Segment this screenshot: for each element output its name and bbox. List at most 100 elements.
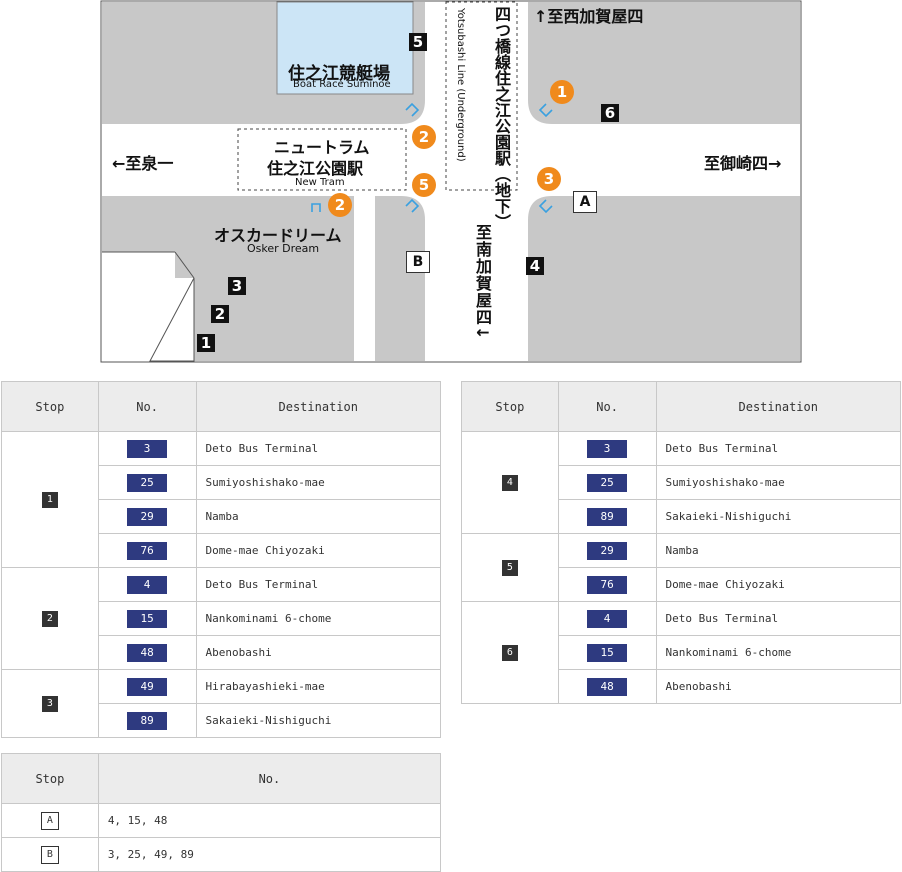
table-row: 2 4 Deto Bus Terminal bbox=[1, 567, 441, 670]
block-southwest-lower bbox=[102, 252, 175, 278]
diagonal-road bbox=[149, 277, 195, 362]
boarding-marker-a[interactable]: A bbox=[573, 191, 597, 213]
table-row: B 3, 25, 49, 89 bbox=[1, 837, 442, 872]
table-row: 25 Sumiyoshishako-mae bbox=[462, 465, 901, 500]
osker-dream-name-jp: オスカードリーム bbox=[214, 226, 342, 245]
block-northeast bbox=[528, 2, 800, 124]
destination-cell: Deto Bus Terminal bbox=[195, 567, 441, 602]
north-direction-label: ↑至西加賀屋四 bbox=[534, 7, 644, 26]
new-tram-name-jp1: ニュートラム bbox=[274, 138, 370, 157]
route-number-badge[interactable]: 3 bbox=[127, 439, 168, 458]
subway-station-name-jp: 四つ橋線住之江公園駅（地下） bbox=[492, 6, 511, 230]
boarding-stop-table: Stop No. A 4, 15, 48 B 3, 25, 49, 89 bbox=[1, 753, 442, 872]
boarding-marker-b[interactable]: B bbox=[406, 251, 430, 273]
table-row: 15 Nankominami 6-chome bbox=[462, 635, 901, 670]
header-destination: Destination bbox=[195, 381, 441, 432]
table-row: 76 Dome-mae Chiyozaki bbox=[2, 533, 441, 568]
route-number-badge[interactable]: 48 bbox=[127, 643, 168, 662]
table-row: A 4, 15, 48 bbox=[1, 803, 442, 838]
route-number-badge[interactable]: 15 bbox=[127, 609, 168, 628]
table-row: 5 29 Namba bbox=[461, 533, 901, 602]
route-number-badge[interactable]: 15 bbox=[587, 643, 628, 662]
destination-cell: Abenobashi bbox=[195, 635, 441, 670]
table-row: 89 Sakaieki-Nishiguchi bbox=[462, 499, 901, 534]
destination-cell: Nankominami 6-chome bbox=[195, 601, 441, 636]
table-row: 76 Dome-mae Chiyozaki bbox=[462, 567, 901, 602]
stop-table-1: Stop No. Destination 1 3 Deto Bus Termin… bbox=[1, 381, 441, 738]
exit-marker-3[interactable]: 3 bbox=[537, 167, 561, 191]
route-number-badge[interactable]: 29 bbox=[127, 507, 168, 526]
boat-race-name-en: Boat Race Suminoe bbox=[293, 79, 391, 90]
exit-marker-2-tram[interactable]: 2 bbox=[412, 125, 436, 149]
exit-marker-5[interactable]: 5 bbox=[412, 173, 436, 197]
header-no: No. bbox=[557, 381, 657, 432]
bus-stop-marker-1[interactable]: 1 bbox=[197, 334, 215, 352]
stop-table-2: Stop No. Destination 4 3 Deto Bus Termin… bbox=[461, 381, 901, 704]
destination-cell: Namba bbox=[195, 499, 441, 534]
table-row: 48 Abenobashi bbox=[462, 669, 901, 704]
route-number-badge[interactable]: 29 bbox=[587, 541, 628, 560]
east-direction-label: 至御崎四→ bbox=[704, 154, 782, 173]
table-row: 15 Nankominami 6-chome bbox=[2, 601, 441, 636]
stop-number-badge: 1 bbox=[41, 491, 58, 508]
header-destination: Destination bbox=[655, 381, 901, 432]
exit-icon bbox=[311, 203, 321, 212]
new-tram-name-en: New Tram bbox=[295, 177, 345, 188]
bus-stop-marker-6[interactable]: 6 bbox=[601, 104, 619, 122]
destination-cell: Dome-mae Chiyozaki bbox=[655, 567, 901, 602]
stop-number-badge: 4 bbox=[501, 474, 518, 491]
route-list-cell: 4, 15, 48 bbox=[97, 803, 442, 838]
destination-cell: Sumiyoshishako-mae bbox=[195, 465, 441, 500]
bus-stop-marker-5[interactable]: 5 bbox=[409, 33, 427, 51]
destination-cell: Dome-mae Chiyozaki bbox=[195, 533, 441, 568]
route-number-badge[interactable]: 76 bbox=[587, 575, 628, 594]
destination-cell: Abenobashi bbox=[655, 669, 901, 704]
header-no: No. bbox=[97, 753, 442, 804]
block-south-middle bbox=[375, 196, 425, 361]
route-number-badge[interactable]: 48 bbox=[587, 677, 628, 696]
header-no: No. bbox=[97, 381, 197, 432]
route-number-badge[interactable]: 25 bbox=[127, 473, 168, 492]
route-number-badge[interactable]: 89 bbox=[127, 711, 168, 730]
stop-letter-badge: B bbox=[40, 845, 59, 864]
bus-stop-marker-2[interactable]: 2 bbox=[211, 305, 229, 323]
destination-cell: Deto Bus Terminal bbox=[655, 431, 901, 466]
stop-number-badge: 6 bbox=[501, 644, 518, 661]
table-row: 6 4 Deto Bus Terminal bbox=[461, 601, 901, 704]
bus-stop-marker-4[interactable]: 4 bbox=[526, 257, 544, 275]
table-row: 29 Namba bbox=[2, 499, 441, 534]
south-direction-label: 至南加賀屋四↓ bbox=[473, 224, 492, 341]
stop-number-badge: 3 bbox=[41, 695, 58, 712]
exit-marker-2-osker[interactable]: 2 bbox=[328, 193, 352, 217]
route-number-badge[interactable]: 4 bbox=[587, 609, 628, 628]
route-number-badge[interactable]: 49 bbox=[127, 677, 168, 696]
header-stop: Stop bbox=[1, 753, 99, 804]
boat-race-name-jp: 住之江競艇場 bbox=[288, 64, 390, 84]
destination-cell: Nankominami 6-chome bbox=[655, 635, 901, 670]
route-number-badge[interactable]: 25 bbox=[587, 473, 628, 492]
destination-cell: Sakaieki-Nishiguchi bbox=[655, 499, 901, 534]
table-row: 89 Sakaieki-Nishiguchi bbox=[2, 703, 441, 738]
new-tram-name-jp2: 住之江公園駅 bbox=[267, 159, 364, 178]
stop-number-badge: 5 bbox=[501, 559, 518, 576]
subway-station-box bbox=[445, 1, 518, 191]
bus-stop-marker-3[interactable]: 3 bbox=[228, 277, 246, 295]
table-row: 4 3 Deto Bus Terminal bbox=[461, 431, 901, 534]
route-number-badge[interactable]: 3 bbox=[587, 439, 628, 458]
exit-marker-1[interactable]: 1 bbox=[550, 80, 574, 104]
stop-number-badge: 2 bbox=[41, 610, 58, 627]
destination-cell: Deto Bus Terminal bbox=[195, 431, 441, 466]
exit-icon bbox=[538, 199, 553, 214]
route-number-badge[interactable]: 89 bbox=[587, 507, 628, 526]
area-map bbox=[100, 0, 802, 363]
table-row: 25 Sumiyoshishako-mae bbox=[2, 465, 441, 500]
destination-cell: Hirabayashieki-mae bbox=[195, 669, 441, 704]
new-tram-station-box bbox=[237, 128, 407, 191]
route-number-badge[interactable]: 4 bbox=[127, 575, 168, 594]
osker-dream-name-en: Osker Dream bbox=[247, 242, 320, 255]
block-southeast bbox=[528, 196, 800, 361]
subway-station-name-en: Yotsubashi Line (Underground) bbox=[455, 8, 466, 162]
header-stop: Stop bbox=[461, 381, 559, 432]
west-direction-label: ←至泉一 bbox=[112, 154, 174, 173]
route-number-badge[interactable]: 76 bbox=[127, 541, 168, 560]
